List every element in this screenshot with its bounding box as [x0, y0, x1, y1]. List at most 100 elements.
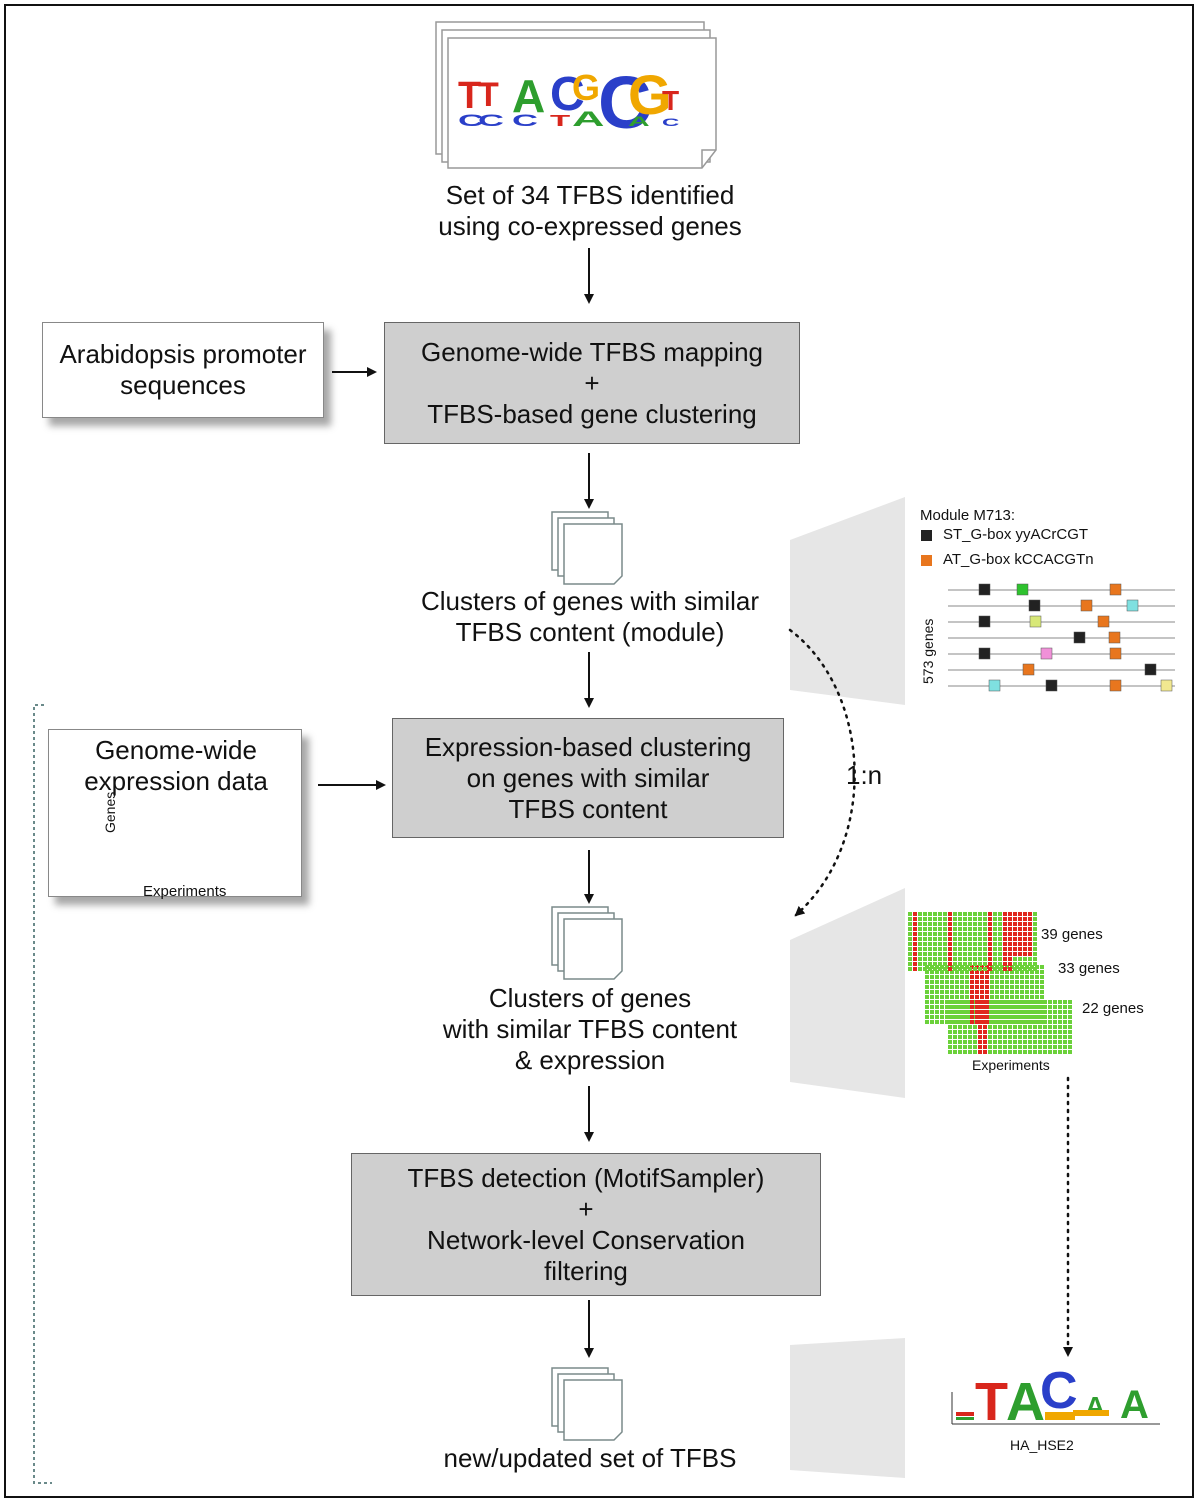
cluster-cell — [993, 1025, 997, 1029]
cluster-cell — [955, 1020, 959, 1024]
cluster-cell — [963, 957, 967, 961]
cluster-cell — [1008, 927, 1012, 931]
cluster-cell — [945, 985, 949, 989]
cluster-cell — [933, 957, 937, 961]
cluster-cell — [1023, 962, 1027, 966]
cluster-cell — [950, 1000, 954, 1004]
cluster-cell — [975, 995, 979, 999]
cluster-cell — [1058, 1030, 1062, 1034]
cluster-cell — [1048, 1000, 1052, 1004]
cluster-cell — [1008, 917, 1012, 921]
logo-small-mark — [1045, 1412, 1075, 1420]
cluster-cell — [1043, 1030, 1047, 1034]
cluster-cell — [1000, 980, 1004, 984]
logo-letter: T — [458, 75, 481, 117]
cluster-cell — [1038, 1030, 1042, 1034]
cluster-cell — [1013, 947, 1017, 951]
cluster-cell — [913, 962, 917, 966]
cluster-cell — [1000, 1020, 1004, 1024]
cluster-cell — [980, 1020, 984, 1024]
cluster-cell — [933, 962, 937, 966]
cluster-cell — [998, 947, 1002, 951]
cluster-cell — [928, 932, 932, 936]
logo-letter: A — [1120, 1383, 1149, 1427]
cluster-cell — [1000, 1015, 1004, 1019]
cluster-cell — [1005, 1015, 1009, 1019]
cluster-cell — [988, 922, 992, 926]
cluster-cell — [983, 917, 987, 921]
cluster-cell — [1008, 1025, 1012, 1029]
cluster-cell — [1023, 952, 1027, 956]
cluster-cell — [968, 922, 972, 926]
cluster-cell — [1035, 1005, 1039, 1009]
cluster-cell — [970, 970, 974, 974]
cluster-cell — [1030, 1015, 1034, 1019]
cluster-cell — [1015, 1010, 1019, 1014]
module-gene-tracks — [948, 583, 1175, 692]
cluster-cell — [945, 1020, 949, 1024]
cluster-cell — [995, 1015, 999, 1019]
cluster-cell — [1063, 1045, 1067, 1049]
cluster-cell — [943, 917, 947, 921]
cluster-cell — [983, 912, 987, 916]
tfbs-site — [1073, 631, 1086, 644]
cluster-cell — [1010, 980, 1014, 984]
cluster-cell — [1040, 970, 1044, 974]
cluster-cell — [998, 967, 1002, 971]
logo-small-mark — [956, 1417, 974, 1420]
cluster-cell — [953, 967, 957, 971]
cluster-cell — [938, 952, 942, 956]
cluster-cell — [1018, 1040, 1022, 1044]
cluster-cell — [1003, 952, 1007, 956]
cluster-cell — [968, 912, 972, 916]
cluster-cell — [953, 942, 957, 946]
cluster-cell — [955, 985, 959, 989]
cluster-cell — [1018, 1045, 1022, 1049]
cluster-cell — [965, 995, 969, 999]
cluster-cell — [1035, 1000, 1039, 1004]
cluster-cell — [1058, 1020, 1062, 1024]
process-expression-clustering: Expression-based clustering on genes wit… — [392, 718, 784, 838]
cluster-cell — [975, 1000, 979, 1004]
cluster-cell — [1030, 995, 1034, 999]
cluster-cell — [973, 952, 977, 956]
tfbs-site — [1080, 599, 1093, 612]
cluster-cell — [923, 937, 927, 941]
cluster-cell — [1005, 980, 1009, 984]
cluster-cell — [1025, 1000, 1029, 1004]
cluster-cell — [995, 980, 999, 984]
cluster-cell — [963, 952, 967, 956]
cluster-cell — [1013, 922, 1017, 926]
cluster-cell — [938, 927, 942, 931]
cluster-cell — [933, 912, 937, 916]
cluster-cell — [943, 912, 947, 916]
cluster-cell — [988, 1030, 992, 1034]
cluster-cell — [965, 970, 969, 974]
cluster-cell — [940, 1020, 944, 1024]
cluster-cell — [940, 980, 944, 984]
input-promoter-sequences: Arabidopsis promoter sequences — [42, 322, 324, 418]
cluster-cell — [1028, 1040, 1032, 1044]
cluster-cell — [975, 980, 979, 984]
cluster-cell — [993, 927, 997, 931]
cluster-cell — [1038, 1050, 1042, 1054]
cluster-cell — [1043, 1000, 1047, 1004]
logo-letter: C — [598, 61, 651, 144]
tfbs-site — [1126, 599, 1139, 612]
cluster-cell — [963, 942, 967, 946]
cluster-cell — [1053, 1010, 1057, 1014]
cluster-cell — [1053, 1040, 1057, 1044]
cluster-cell — [1003, 917, 1007, 921]
cluster-cell — [948, 1045, 952, 1049]
cluster-cell — [948, 1035, 952, 1039]
cluster-cell — [995, 1005, 999, 1009]
cluster-cell — [1020, 1000, 1024, 1004]
cluster-cell — [958, 952, 962, 956]
cluster-cell — [935, 990, 939, 994]
cluster-cell — [990, 970, 994, 974]
cluster-cell — [935, 970, 939, 974]
cluster-cell — [973, 1030, 977, 1034]
cluster-cell — [998, 937, 1002, 941]
tfbs-site — [1144, 663, 1157, 676]
